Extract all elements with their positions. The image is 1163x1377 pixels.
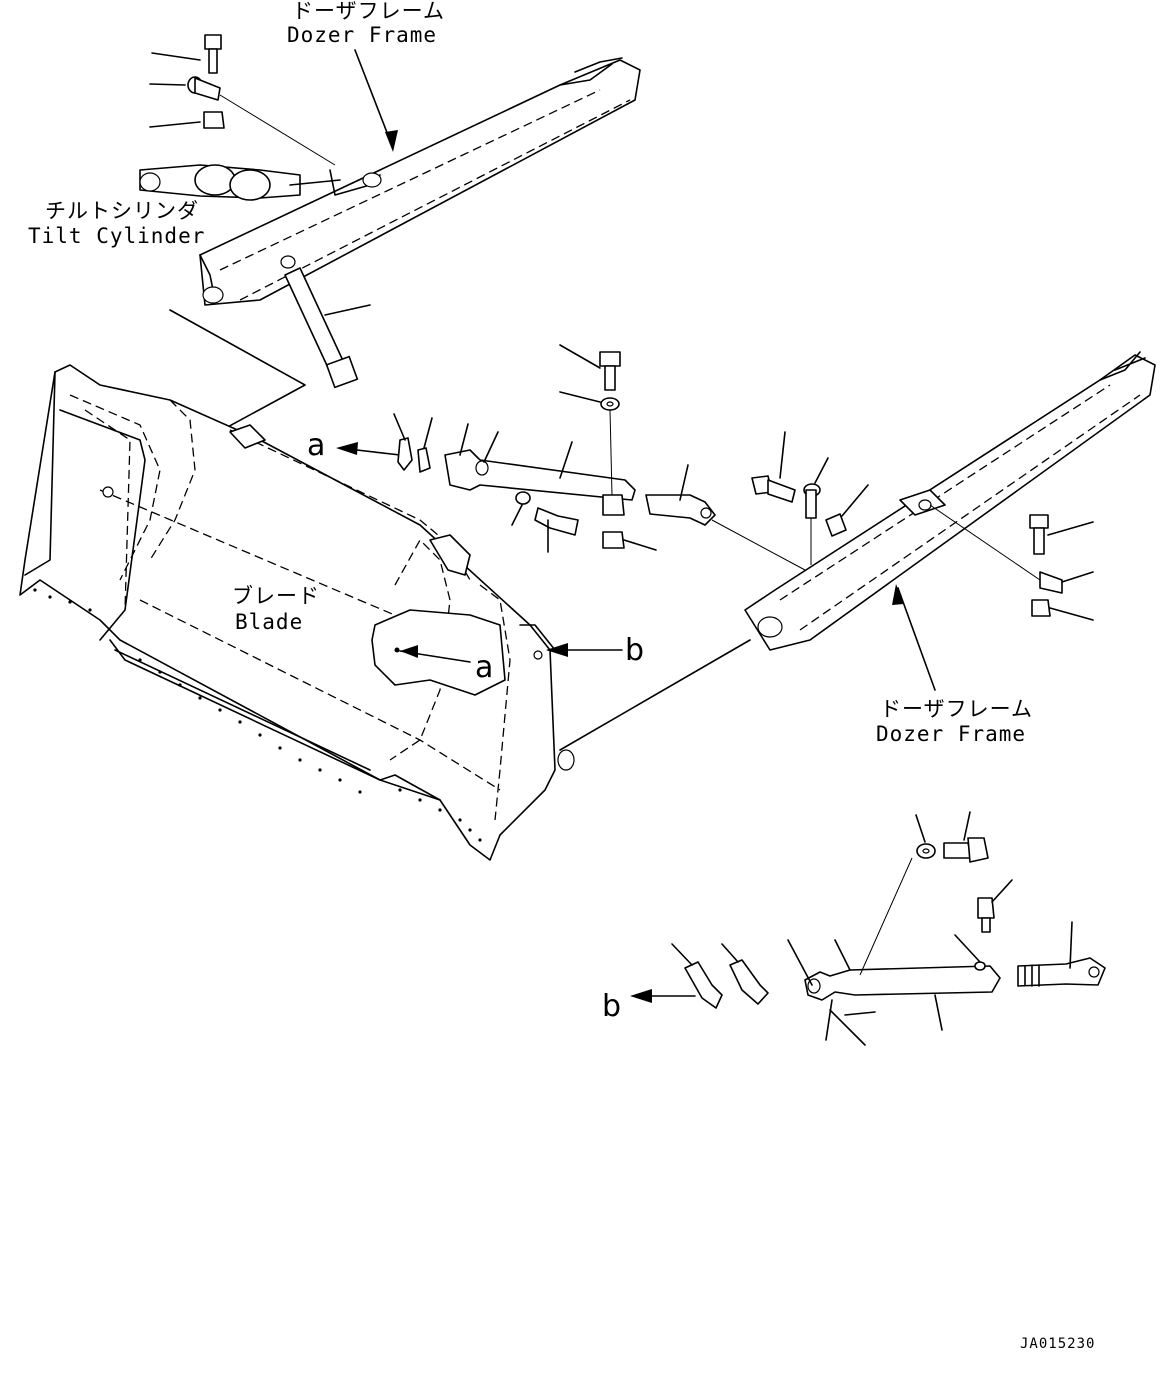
center-bolt-top bbox=[559, 344, 621, 391]
bolt-top-left bbox=[151, 34, 222, 74]
ref-a-left: a bbox=[307, 428, 325, 463]
brace-rod bbox=[444, 423, 636, 501]
dozer-frame-top-arrow bbox=[354, 49, 394, 149]
dozer-frame-right bbox=[744, 351, 1156, 651]
arrowhead-icon bbox=[546, 643, 568, 657]
nut-top-left bbox=[149, 111, 225, 129]
arrowhead-icon bbox=[400, 645, 418, 658]
rod-end-b bbox=[1017, 921, 1106, 987]
detail-a-callout bbox=[371, 609, 506, 696]
center-washer-2 bbox=[511, 491, 531, 526]
ref-a-blade: a bbox=[475, 650, 493, 685]
center-bolt-2 bbox=[534, 507, 579, 553]
dozer-frame-top-label-jp: ドーザフレーム bbox=[292, 0, 445, 23]
ref-b-blade: b bbox=[625, 633, 644, 668]
tilt-cylinder bbox=[139, 164, 341, 201]
pin-top-left bbox=[149, 76, 336, 166]
drawing-code: JA015230 bbox=[1020, 1336, 1095, 1352]
tilt-cylinder-label-en: Tilt Cylinder bbox=[28, 224, 205, 248]
right-bolt-1 bbox=[751, 431, 796, 503]
arrowhead-icon bbox=[630, 989, 652, 1003]
nut-right-frame bbox=[1031, 599, 1094, 621]
dozer-frame-right-arrow bbox=[897, 587, 936, 691]
right-nut-1 bbox=[825, 484, 869, 537]
dozer-frame-right-label-jp: ドーザフレーム bbox=[880, 697, 1033, 721]
dozer-frame-left bbox=[129, 57, 641, 481]
center-nut-2 bbox=[602, 531, 657, 551]
leader-support-cylinder bbox=[324, 304, 371, 316]
dozer-frame-top-label-en: Dozer Frame bbox=[287, 23, 437, 47]
dozer-frame-right-label-en: Dozer Frame bbox=[876, 722, 1026, 746]
washer-b bbox=[915, 814, 936, 859]
blade-label-en: Blade bbox=[235, 610, 303, 634]
arrowhead-icon bbox=[385, 130, 398, 152]
lock-plate-b2 bbox=[721, 943, 769, 1005]
tilt-cylinder-label-jp: チルトシリンダ bbox=[45, 199, 199, 223]
pin-right-frame bbox=[1039, 571, 1094, 594]
blade bbox=[19, 364, 751, 861]
center-nut-1 bbox=[602, 494, 625, 516]
ref-b-bottom: b bbox=[602, 989, 621, 1024]
center-washer bbox=[559, 391, 620, 496]
blade-label-jp: ブレード bbox=[232, 584, 320, 608]
rod-end bbox=[645, 464, 806, 571]
bolt-b bbox=[943, 811, 989, 863]
brace-rod-b bbox=[787, 857, 1001, 1046]
support-cylinder-left bbox=[280, 255, 359, 389]
bolt-right-frame bbox=[1029, 514, 1094, 555]
lock-plate-1 bbox=[393, 413, 413, 471]
blade-mounting-holes bbox=[33, 588, 482, 842]
right-pin bbox=[803, 457, 829, 565]
grease-fitting-b bbox=[977, 879, 1013, 933]
arrowhead-icon bbox=[892, 584, 904, 605]
lock-plate-2 bbox=[417, 417, 433, 473]
lock-plate-b1 bbox=[671, 943, 723, 1009]
arrowhead-icon bbox=[336, 442, 358, 455]
